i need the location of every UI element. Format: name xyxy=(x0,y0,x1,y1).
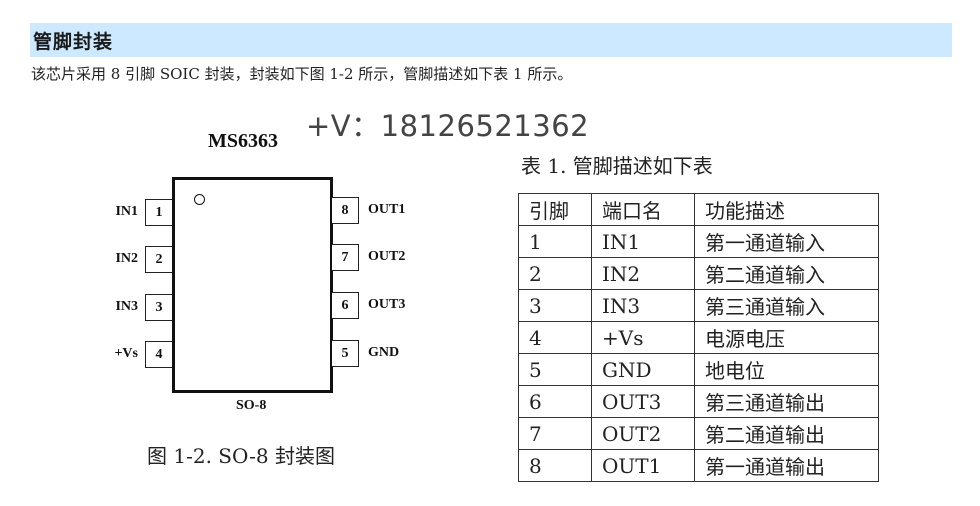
table-caption: 表 1. 管脚描述如下表 xyxy=(521,154,713,178)
table-row: 4 +Vs 电源电压 xyxy=(518,321,879,354)
pin-box-7: 7 xyxy=(332,244,359,271)
cell-pin: 4 xyxy=(518,321,592,354)
cell-port: OUT2 xyxy=(591,417,695,450)
pin-label-vs: +Vs xyxy=(114,346,138,361)
cell-function: 电源电压 xyxy=(694,321,879,354)
table-header-row: 引脚 端口名 功能描述 xyxy=(518,193,879,226)
table-row: 1 IN1 第一通道输入 xyxy=(518,225,879,258)
cell-function: 第二通道输出 xyxy=(694,417,879,450)
table-row: 5 GND 地电位 xyxy=(518,353,879,386)
pin-box-3: 3 xyxy=(145,294,172,321)
cell-pin: 1 xyxy=(518,225,592,258)
chip-body xyxy=(172,177,333,393)
contact-watermark: +V：18126521362 xyxy=(306,109,590,143)
pin-label-gnd: GND xyxy=(368,345,400,360)
cell-port: OUT1 xyxy=(591,449,695,482)
table-row: 2 IN2 第二通道输入 xyxy=(518,257,879,290)
pin-label-out2: OUT2 xyxy=(368,249,406,264)
cell-port: IN1 xyxy=(591,225,695,258)
cell-pin: 7 xyxy=(518,417,592,450)
cell-pin: 5 xyxy=(518,353,592,386)
cell-pin: 3 xyxy=(518,289,592,322)
pin-label-in3: IN3 xyxy=(115,299,138,314)
cell-function: 第一通道输出 xyxy=(694,449,879,482)
cell-pin: 8 xyxy=(518,449,592,482)
cell-port: +Vs xyxy=(591,321,695,354)
cell-function: 第一通道输入 xyxy=(694,225,879,258)
pin-box-4: 4 xyxy=(145,341,172,368)
table-row: 7 OUT2 第二通道输出 xyxy=(518,417,879,450)
cell-port: GND xyxy=(591,353,695,386)
section-header-band: 管脚封装 xyxy=(30,23,952,57)
cell-function: 第三通道输出 xyxy=(694,385,879,418)
pin-box-5: 5 xyxy=(332,340,359,367)
pin-box-6: 6 xyxy=(332,292,359,319)
header-port: 端口名 xyxy=(591,193,695,226)
table-row: 3 IN3 第三通道输入 xyxy=(518,289,879,322)
pin-box-8: 8 xyxy=(332,197,359,224)
cell-pin: 2 xyxy=(518,257,592,290)
figure-caption: 图 1-2. SO-8 封装图 xyxy=(147,444,335,468)
intro-paragraph: 该芯片采用 8 引脚 SOIC 封装，封装如下图 1-2 所示，管脚描述如下表 … xyxy=(31,65,573,83)
pin-box-2: 2 xyxy=(145,246,172,273)
pin-label-out1: OUT1 xyxy=(368,202,406,217)
header-function: 功能描述 xyxy=(694,193,879,226)
cell-function: 地电位 xyxy=(694,353,879,386)
header-pin: 引脚 xyxy=(518,193,592,226)
section-title: 管脚封装 xyxy=(33,31,114,53)
pin-box-1: 1 xyxy=(145,199,172,226)
cell-function: 第二通道输入 xyxy=(694,257,879,290)
pin-label-in1: IN1 xyxy=(115,204,138,219)
package-label: SO-8 xyxy=(236,398,267,413)
chip-name: MS6363 xyxy=(208,130,278,152)
cell-function: 第三通道输入 xyxy=(694,289,879,322)
cell-port: IN2 xyxy=(591,257,695,290)
pin-label-in2: IN2 xyxy=(115,251,138,266)
cell-port: IN3 xyxy=(591,289,695,322)
pin-label-out3: OUT3 xyxy=(368,297,406,312)
cell-pin: 6 xyxy=(518,385,592,418)
cell-port: OUT3 xyxy=(591,385,695,418)
pin-description-table: 引脚 端口名 功能描述 1 IN1 第一通道输入 2 IN2 第二通道输入 3 … xyxy=(518,193,879,482)
table-row: 8 OUT1 第一通道输出 xyxy=(518,449,879,482)
pin1-marker-icon xyxy=(194,194,205,205)
table-row: 6 OUT3 第三通道输出 xyxy=(518,385,879,418)
